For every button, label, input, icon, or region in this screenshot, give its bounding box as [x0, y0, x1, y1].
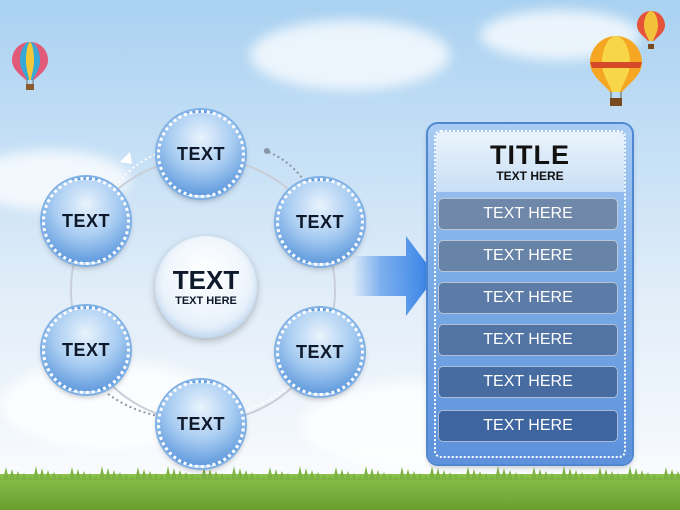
cycle-node-bottom: TEXT [157, 380, 245, 468]
cycle-node-label: TEXT [295, 341, 344, 362]
grass-ground [0, 474, 680, 510]
panel-list-item: TEXT HERE [438, 366, 618, 398]
panel-list-item-label: TEXT HERE [483, 247, 573, 264]
cycle-node-lower-left: TEXT [42, 306, 130, 394]
cloud [250, 20, 450, 90]
panel-list-item-label: TEXT HERE [483, 205, 573, 222]
cycle-node-upper-right: TEXT [276, 178, 364, 266]
panel-list-item: TEXT HERE [438, 410, 618, 442]
panel-list-item: TEXT HERE [438, 324, 618, 356]
cycle-center-node: TEXT TEXT HERE [155, 236, 257, 338]
panel-header: TITLE TEXT HERE [436, 132, 624, 192]
cycle-connector-dotted [263, 149, 306, 183]
hot-air-balloon-icon [637, 11, 665, 49]
hot-air-balloon-icon [12, 42, 48, 90]
cycle-node-label: TEXT [295, 211, 344, 232]
cycle-node-label: TEXT [176, 143, 225, 164]
panel-subtitle: TEXT HERE [496, 169, 564, 183]
panel-list-item-label: TEXT HERE [483, 417, 573, 434]
panel-dotted-border [434, 130, 626, 458]
flow-arrow-icon [352, 236, 436, 316]
hot-air-balloon-icon [590, 36, 642, 106]
cycle-node-label: TEXT [61, 339, 110, 360]
cycle-connector-dot [264, 148, 270, 154]
cycle-node-lower-right: TEXT [276, 308, 364, 396]
grass-blades [0, 466, 680, 480]
center-subtitle: TEXT HERE [175, 295, 237, 307]
panel-list-item: TEXT HERE [438, 282, 618, 314]
cycle-node-label: TEXT [176, 413, 225, 434]
cycle-connector-dotted [107, 393, 159, 417]
cycle-node-label: TEXT [61, 210, 110, 231]
panel-list-item-label: TEXT HERE [483, 331, 573, 348]
cycle-node-upper-left: TEXT [42, 177, 130, 265]
center-title: TEXT [172, 265, 240, 295]
cycle-arrowhead-icon [120, 152, 132, 164]
cycle-connector-dotted [247, 375, 303, 411]
panel-title: TITLE [490, 140, 570, 170]
cycle-node-top: TEXT [157, 110, 245, 198]
panel-list-item-label: TEXT HERE [483, 289, 573, 306]
panel-list-item-label: TEXT HERE [483, 373, 573, 390]
cycle-connector-dotted [111, 151, 161, 191]
panel-list-item: TEXT HERE [438, 198, 618, 230]
panel-list-item: TEXT HERE [438, 240, 618, 272]
